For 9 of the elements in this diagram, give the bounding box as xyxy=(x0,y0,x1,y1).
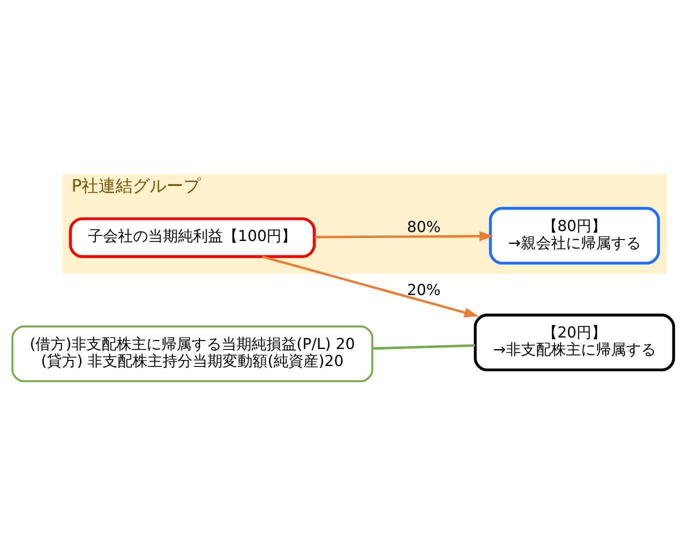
node-box: 子会社の当期純利益【100円】 xyxy=(69,217,316,258)
edge-label: 20% xyxy=(406,281,441,300)
edge-label: 80% xyxy=(406,218,441,236)
node-box: 【20円】 →非支配株主に帰属する xyxy=(474,314,676,372)
node-box: 【80円】 →親会社に帰属する xyxy=(488,206,660,265)
node-box: (借方)非支配株主に帰属する当期純損益(P/L) 20 (貸方) 非支配株主持分当期変動額(純資産)20 xyxy=(11,325,374,382)
connector xyxy=(372,344,476,350)
arrow xyxy=(262,255,479,318)
arrow xyxy=(314,231,494,242)
